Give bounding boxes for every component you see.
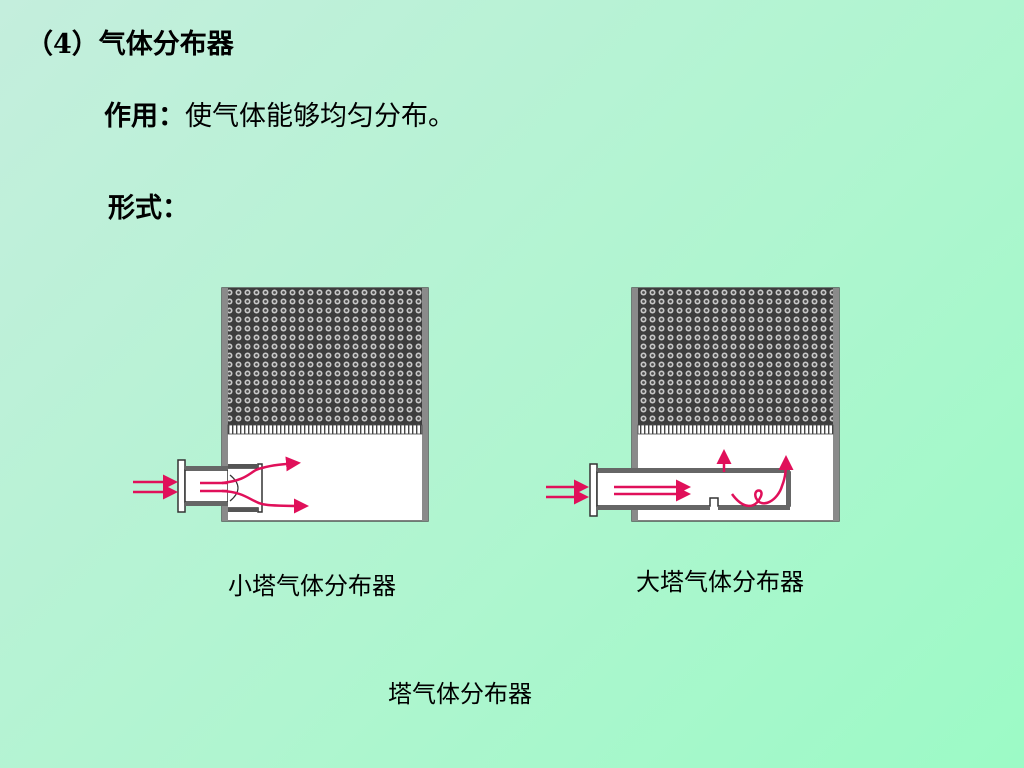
- large-pipe-wall-top: [597, 468, 790, 472]
- small-packing-bed: [228, 288, 422, 425]
- small-inlet-flange: [177, 459, 186, 513]
- small-tower-diagram: [133, 287, 429, 522]
- large-pipe-wall-bottom-right: [718, 506, 790, 510]
- large-column-right-wall: [833, 288, 839, 521]
- small-inlet-wall-top: [185, 466, 228, 470]
- small-inlet-wall-bottom: [185, 502, 228, 506]
- small-column-right-wall: [422, 288, 428, 521]
- large-support-plate: [637, 424, 834, 435]
- small-inlet-pipe: [184, 469, 229, 503]
- large-tower-diagram: [546, 287, 840, 522]
- small-diffuser-bottom-plate: [228, 508, 258, 512]
- small-tower-caption: 小塔气体分布器: [228, 572, 396, 600]
- large-tower-caption: 大塔气体分布器: [636, 568, 804, 596]
- large-packing-bed: [638, 288, 833, 425]
- purpose-line: 作用：使气体能够均匀分布。: [104, 94, 455, 133]
- large-inlet-flange: [589, 463, 598, 517]
- form-label: 形式：: [108, 193, 189, 224]
- small-down-flow-arrow: [221, 489, 309, 514]
- small-gas-arrows: [133, 456, 309, 514]
- section-heading: （4）气体分布器: [26, 29, 234, 60]
- small-up-flow-arrow: [221, 456, 301, 485]
- large-loop-arrow: [730, 455, 794, 507]
- large-pipe-wall-bottom-left: [597, 506, 710, 510]
- large-distributor-pipe: [596, 471, 791, 507]
- large-column-left-wall: [632, 288, 638, 521]
- large-pipe-end-cap: [786, 468, 790, 510]
- purpose-label: 作用：: [104, 101, 185, 132]
- small-column-left-wall: [222, 288, 228, 521]
- large-gas-arrows: [546, 449, 794, 507]
- small-support-plate: [227, 424, 423, 435]
- figure-caption: 塔气体分布器: [388, 680, 532, 708]
- small-diffuser-curve: [229, 474, 239, 502]
- purpose-text: 使气体能够均匀分布。: [185, 101, 455, 132]
- small-diffuser-top-plate: [228, 464, 258, 468]
- small-diffuser-mouth: [228, 463, 263, 513]
